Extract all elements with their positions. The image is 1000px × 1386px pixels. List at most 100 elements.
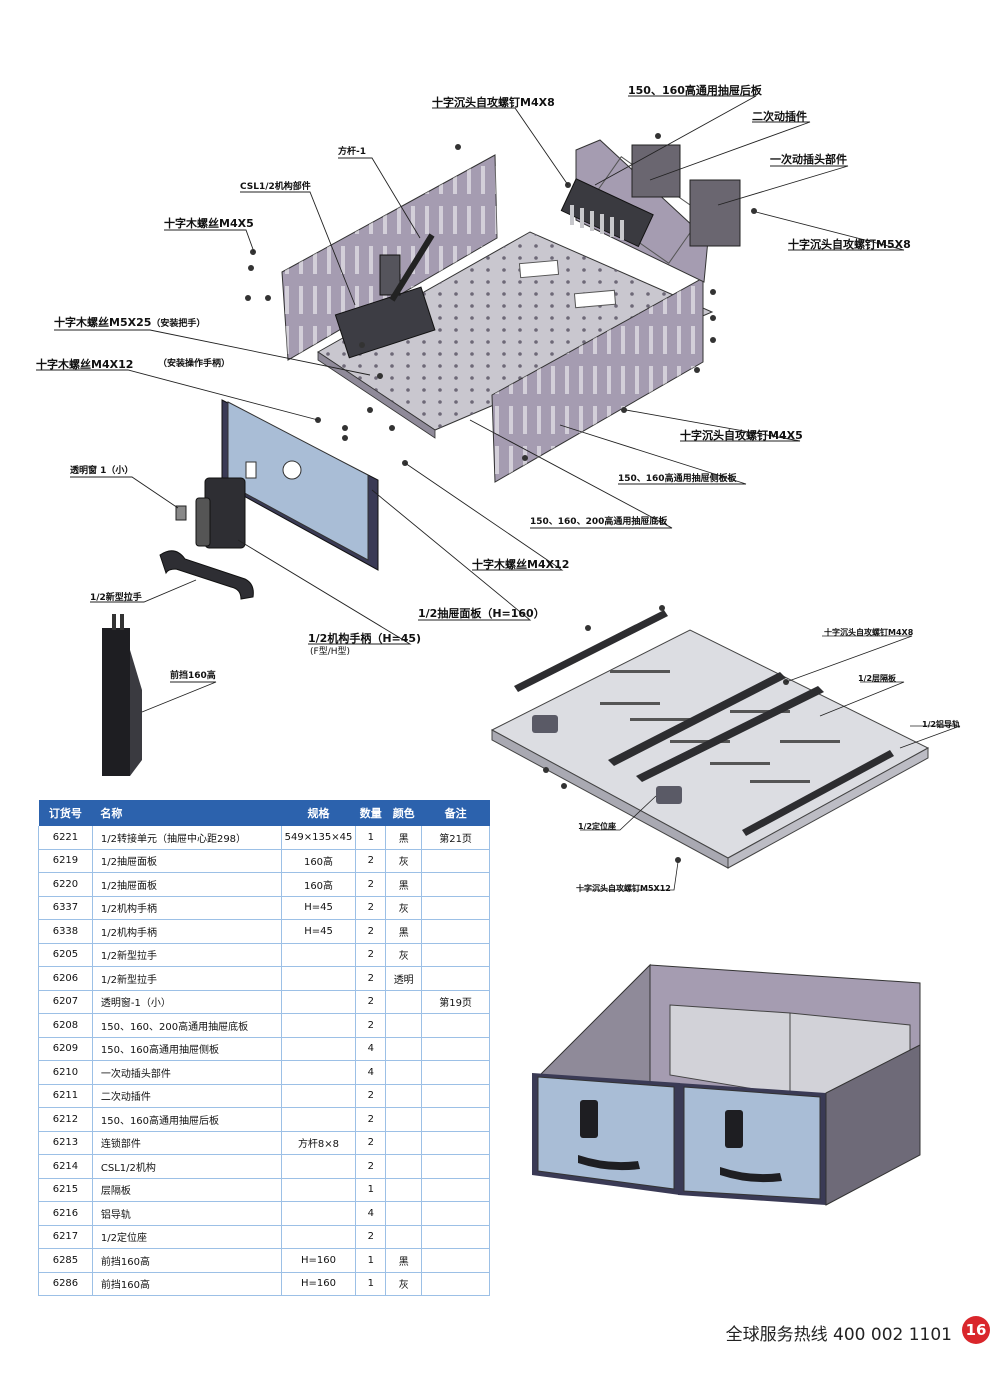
cell-qty: 1	[355, 826, 387, 850]
exploded-view-diagram	[36, 95, 905, 776]
label-wood-screw-m4x5: 十字木螺丝M4X5	[164, 217, 254, 230]
drawer-front-panel	[221, 399, 379, 571]
cell-spec	[281, 990, 357, 1014]
cell-note	[421, 1248, 490, 1273]
cell-name: 150、160、200高通用抽屉底板	[92, 1013, 282, 1038]
cell-note	[421, 1201, 490, 1226]
mechanism-handle	[195, 477, 246, 549]
cell-color	[385, 1107, 423, 1132]
bottom-plate	[317, 231, 714, 439]
cell-note	[421, 919, 490, 944]
cell-spec	[281, 943, 357, 967]
cell-order-no: 6214	[38, 1154, 93, 1179]
cell-spec	[281, 1178, 357, 1202]
cell-note	[421, 1037, 490, 1061]
csl-mechanism	[334, 233, 436, 359]
primary-plug	[631, 144, 741, 247]
cell-note	[421, 1084, 490, 1108]
cell-qty: 2	[355, 849, 387, 873]
page-number-badge: 16	[962, 1316, 990, 1344]
cell-note	[421, 1131, 490, 1155]
cell-color: 黑	[385, 919, 423, 944]
cell-qty: 2	[355, 1107, 387, 1132]
cell-name: 1/2转接单元（抽屉中心距298）	[92, 826, 282, 850]
cell-note	[421, 1107, 490, 1132]
cell-color: 灰	[385, 849, 423, 873]
cell-note	[421, 1060, 490, 1085]
cell-note	[421, 872, 490, 897]
label-front-stop: 前挡160高	[170, 671, 216, 681]
pull-handle	[159, 550, 254, 600]
cell-color	[385, 1060, 423, 1085]
cell-order-no: 6285	[38, 1248, 93, 1273]
label-drawer-panel: 1/2抽屉面板（H=160）	[418, 607, 545, 620]
front-stop	[102, 614, 142, 776]
cell-qty: 2	[355, 872, 387, 897]
partition-diagram	[490, 605, 961, 891]
cell-name: 层隔板	[92, 1178, 282, 1202]
cell-spec: 160高	[281, 872, 357, 897]
cell-note: 第21页	[421, 826, 490, 850]
cell-name: 1/2机构手柄	[92, 919, 282, 944]
cell-spec	[281, 1084, 357, 1108]
cell-spec	[281, 966, 357, 991]
cell-qty: 2	[355, 1225, 387, 1249]
cell-name: 一次动插头部件	[92, 1060, 282, 1085]
cell-note: 第19页	[421, 990, 490, 1014]
label-wood-screw-m4x12-left: 十字木螺丝M4X12	[36, 358, 134, 371]
cell-order-no: 6286	[38, 1272, 93, 1296]
cell-spec: H=160	[281, 1272, 357, 1296]
cell-note	[421, 1225, 490, 1249]
cell-color	[385, 990, 423, 1014]
label-new-handle: 1/2新型拉手	[90, 593, 142, 603]
col-name: 名称	[92, 800, 282, 826]
cell-qty: 4	[355, 1037, 387, 1061]
cell-qty: 2	[355, 896, 387, 920]
cell-name: 1/2定位座	[92, 1225, 282, 1249]
secondary-plugin	[560, 178, 654, 248]
cell-note	[421, 1154, 490, 1179]
cell-order-no: 6205	[38, 943, 93, 967]
col-spec: 规格	[281, 800, 356, 826]
cell-spec	[281, 1201, 357, 1226]
partition-holes	[600, 670, 840, 783]
cell-qty: 2	[355, 1131, 387, 1155]
cell-name: 透明窗-1（小）	[92, 990, 282, 1014]
cell-color	[385, 1178, 423, 1202]
label-sub-screw-m5x12: 十字沉头自攻螺钉M5X12	[576, 884, 671, 893]
cell-order-no: 6220	[38, 872, 93, 897]
cell-note	[421, 849, 490, 873]
cell-order-no: 6338	[38, 919, 93, 944]
cell-name: 1/2抽屉面板	[92, 872, 282, 897]
transparent-window	[175, 505, 187, 521]
label-screw-m4x8-top: 十字沉头自攻螺钉M4X8	[432, 96, 555, 109]
label-side-panel: 150、160高通用抽屉侧板板	[618, 474, 737, 484]
cell-name: 前挡160高	[92, 1248, 282, 1273]
col-color: 颜色	[385, 800, 422, 826]
cell-color	[385, 1013, 423, 1038]
cell-name: 连锁部件	[92, 1131, 282, 1155]
cell-qty: 4	[355, 1060, 387, 1085]
cell-order-no: 6210	[38, 1060, 93, 1085]
cell-spec	[281, 1060, 357, 1085]
cell-order-no: 6216	[38, 1201, 93, 1226]
cell-note	[421, 1013, 490, 1038]
cell-color: 黑	[385, 1248, 423, 1273]
cell-order-no: 6217	[38, 1225, 93, 1249]
cell-order-no: 6208	[38, 1013, 93, 1038]
cell-note	[421, 966, 490, 991]
label-screw-m5x8: 十字沉头自攻螺钉M5X8	[788, 238, 911, 251]
